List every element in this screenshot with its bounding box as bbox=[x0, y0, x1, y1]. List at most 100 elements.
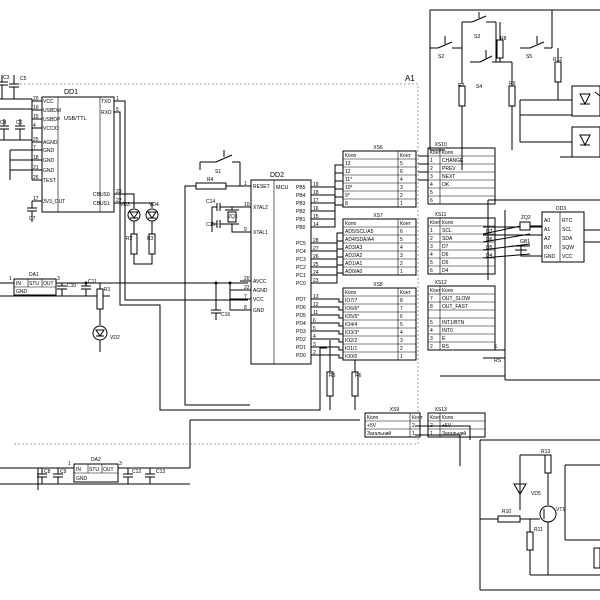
connector-ref: XS6 bbox=[373, 145, 383, 151]
da2-ref: DA2 bbox=[91, 457, 101, 463]
dd2-pin-name: AVCC bbox=[253, 279, 267, 285]
dd2-pin-name: PD7 bbox=[296, 297, 306, 303]
connector-cell: 8 bbox=[430, 304, 433, 310]
connector-header: Коло bbox=[442, 288, 454, 294]
r14-resistor-partial bbox=[593, 547, 600, 569]
connector-cell: +5V bbox=[367, 423, 377, 429]
connector-cell: 7 bbox=[400, 306, 403, 312]
r8-resistor: R8 bbox=[496, 36, 507, 59]
connector-cell: 2 bbox=[412, 423, 415, 429]
dd1-pin-num: 5 bbox=[116, 107, 119, 113]
da1-pin-in: IN bbox=[16, 281, 21, 287]
c7-label: C7 bbox=[29, 216, 36, 222]
dd2-ref: DD2 bbox=[270, 172, 284, 179]
bus-label: D4 bbox=[486, 253, 493, 259]
connector-cell: IO3/3* bbox=[345, 330, 359, 336]
dd2-pin-num: 3 bbox=[313, 342, 316, 348]
dd2-pin-name: PC1 bbox=[296, 273, 306, 279]
c5-capacitor: C5 bbox=[9, 75, 27, 99]
dd1-pin-num: 16 bbox=[33, 105, 39, 111]
dd1-pin-name: RXD bbox=[101, 110, 112, 116]
connector-cell: NEXT bbox=[442, 174, 455, 180]
connector-cell: SCL bbox=[442, 228, 452, 234]
dd2-pin-name: RESET bbox=[253, 184, 270, 190]
dd2-pin-num: 7 bbox=[244, 294, 247, 300]
connector-cell: AD0/A0 bbox=[345, 269, 362, 275]
dd3-pin-name: SDA bbox=[562, 236, 573, 242]
da1-pin-gnd: GND bbox=[16, 289, 28, 295]
connector-cell: 6 bbox=[400, 229, 403, 235]
dd3-pin-name: A2 bbox=[544, 236, 550, 242]
connector-cell: Загальний bbox=[367, 430, 391, 437]
output-module-2 bbox=[571, 126, 600, 158]
dd2-pin-num: 23 bbox=[313, 278, 319, 284]
dd1-pin-name: CBUS1 bbox=[93, 201, 110, 207]
c13-label: C13 bbox=[156, 469, 165, 475]
connector-cell: 4 bbox=[430, 252, 433, 258]
dd1-pin-name: TEST bbox=[43, 178, 56, 184]
connector-cell: 4 bbox=[430, 182, 433, 188]
dd2-pin-name: VCC bbox=[253, 297, 264, 303]
connector-header: Конт bbox=[400, 221, 411, 227]
connector-cell: AD2/A2 bbox=[345, 253, 362, 259]
r6-resistor: R6 bbox=[351, 371, 362, 397]
zq1-crystal: ZQ1 bbox=[225, 209, 239, 225]
dd2-pin-num: 9 bbox=[244, 227, 247, 233]
da2-pin-in: IN bbox=[76, 467, 81, 473]
s4-label: S4 bbox=[476, 84, 482, 90]
connector-cell: 1 bbox=[430, 158, 433, 164]
dd2-pin-num: 11 bbox=[313, 310, 318, 316]
a1-board-outline bbox=[12, 83, 419, 445]
connector-cell: 5 bbox=[430, 320, 433, 326]
da1-pin-1: 1 bbox=[9, 276, 12, 282]
dd2-pin-name: PD6 bbox=[296, 305, 306, 311]
dd1-pin-num: 26 bbox=[33, 175, 39, 181]
connector-header: Конт bbox=[412, 415, 423, 421]
connector-header: Коло bbox=[345, 221, 357, 227]
connector-cell: 2 bbox=[400, 193, 403, 199]
da2-pin-out: OUT bbox=[103, 467, 114, 473]
c16-capacitor: C16 bbox=[211, 283, 230, 320]
connector-cell: 5 bbox=[400, 322, 403, 328]
c11-capacitor: C11 bbox=[81, 279, 97, 296]
connector-cell: IO6/6* bbox=[345, 306, 359, 312]
da2-regulator: DA2 IN STU OUT GND bbox=[73, 457, 119, 483]
dd1-pin-num: 21 bbox=[33, 165, 39, 171]
c4-capacitor: C4 bbox=[0, 119, 9, 140]
dd2-pin-num: 22 bbox=[244, 285, 250, 291]
s2-switch: S2 bbox=[430, 36, 462, 60]
dd2-pin-num: 25 bbox=[313, 262, 319, 268]
connector-cell: 8 bbox=[345, 201, 348, 207]
bus-label: D7 bbox=[486, 229, 493, 235]
connector-cell: 13 bbox=[345, 161, 351, 167]
dd3-pin-name: SQW bbox=[562, 245, 574, 251]
r3-resistor: R3 bbox=[147, 233, 156, 255]
connector-cell: IO7/7 bbox=[345, 298, 357, 304]
vt1-transistor: VT1 bbox=[539, 505, 565, 523]
connector-cell: 5 bbox=[400, 161, 403, 167]
r10-label: R10 bbox=[502, 509, 511, 515]
vd3-led: VD3 bbox=[120, 202, 141, 222]
connector-cell: OUT_FAST bbox=[442, 304, 468, 310]
dd2-pin-num: 19 bbox=[313, 182, 319, 188]
dd3-pin-name: RTC bbox=[562, 218, 573, 224]
dd2-pin-name: PC3 bbox=[296, 257, 306, 263]
connector-header: Коло bbox=[442, 220, 454, 226]
bus-label: D6 bbox=[486, 237, 493, 243]
dd2-pin-name: XTAL2 bbox=[253, 205, 268, 211]
vd2-led: VD2 bbox=[92, 325, 120, 341]
connector-cell: D7 bbox=[442, 244, 449, 250]
da1-pin-3: 3 bbox=[57, 276, 60, 282]
connector-cell: PREV bbox=[442, 166, 456, 172]
dd2-pin-name: PC2 bbox=[296, 265, 306, 271]
connector-cell: IO5/5* bbox=[345, 314, 359, 320]
dd2-pin-num: 15 bbox=[313, 214, 319, 220]
vd3-label: VD3 bbox=[120, 202, 130, 208]
connector-ref: XS13 bbox=[435, 407, 447, 413]
connector-cell: 1 bbox=[430, 228, 433, 234]
